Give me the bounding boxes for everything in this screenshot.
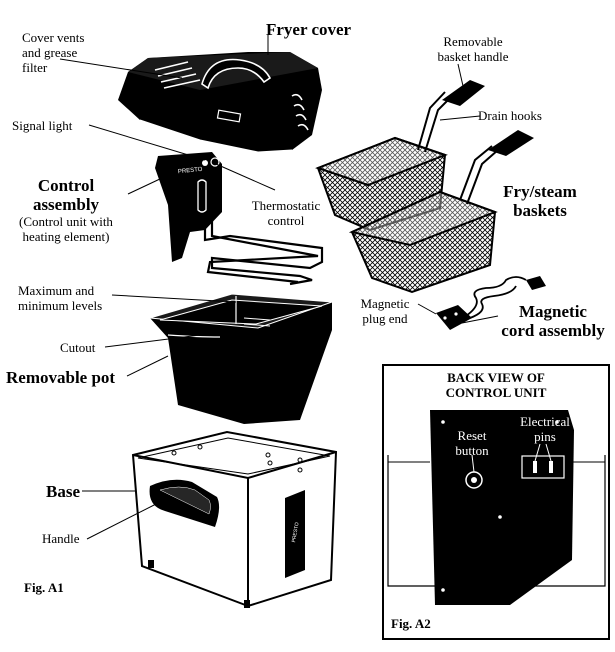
- magnetic-cord-assembly-label: Magnetic cord assembly: [501, 302, 605, 340]
- basket-front-drawing: [348, 130, 534, 294]
- fig-a2-caption: Fig. A2: [391, 616, 431, 631]
- inset-frame: [382, 364, 610, 640]
- thermostatic-control-label: Thermostatic control: [251, 198, 321, 228]
- reset-button-label: Reset button: [455, 428, 489, 458]
- cutout-label: Cutout: [60, 340, 96, 355]
- fryer-cover-drawing: [118, 52, 322, 153]
- max-min-levels-label: Maximum and minimum levels: [18, 283, 103, 313]
- base-drawing: [131, 430, 338, 608]
- removable-basket-handle-label: Removable basket handle: [437, 34, 509, 64]
- fryer-cover-label: Fryer cover: [266, 20, 352, 39]
- electrical-pins-label: Electrical pins: [520, 414, 570, 444]
- removable-pot-label: Removable pot: [6, 368, 116, 387]
- control-unit-drawing: [155, 152, 324, 286]
- fig-a1-caption: Fig. A1: [24, 580, 64, 595]
- leader-lines: [59, 35, 499, 540]
- base-label: Base: [46, 482, 80, 501]
- control-unit-brand-mark: PRESTO: [177, 166, 203, 176]
- fry-steam-baskets-label: Fry/steam baskets: [503, 182, 577, 220]
- inset-title: BACK VIEW OF CONTROL UNIT: [445, 370, 547, 400]
- magnetic-cord-drawing: [436, 276, 546, 330]
- control-assembly-label: Control assembly (Control unit with heat…: [19, 176, 113, 244]
- drain-hooks-label: Drain hooks: [478, 108, 542, 123]
- magnetic-plug-end-label: Magnetic plug end: [360, 296, 410, 326]
- removable-pot-drawing: [149, 293, 333, 424]
- signal-light-label: Signal light: [12, 118, 73, 133]
- inset-back-view-drawing: [387, 410, 606, 605]
- cover-vents-label: Cover vents and grease filter: [22, 30, 85, 75]
- handle-label: Handle: [42, 531, 80, 546]
